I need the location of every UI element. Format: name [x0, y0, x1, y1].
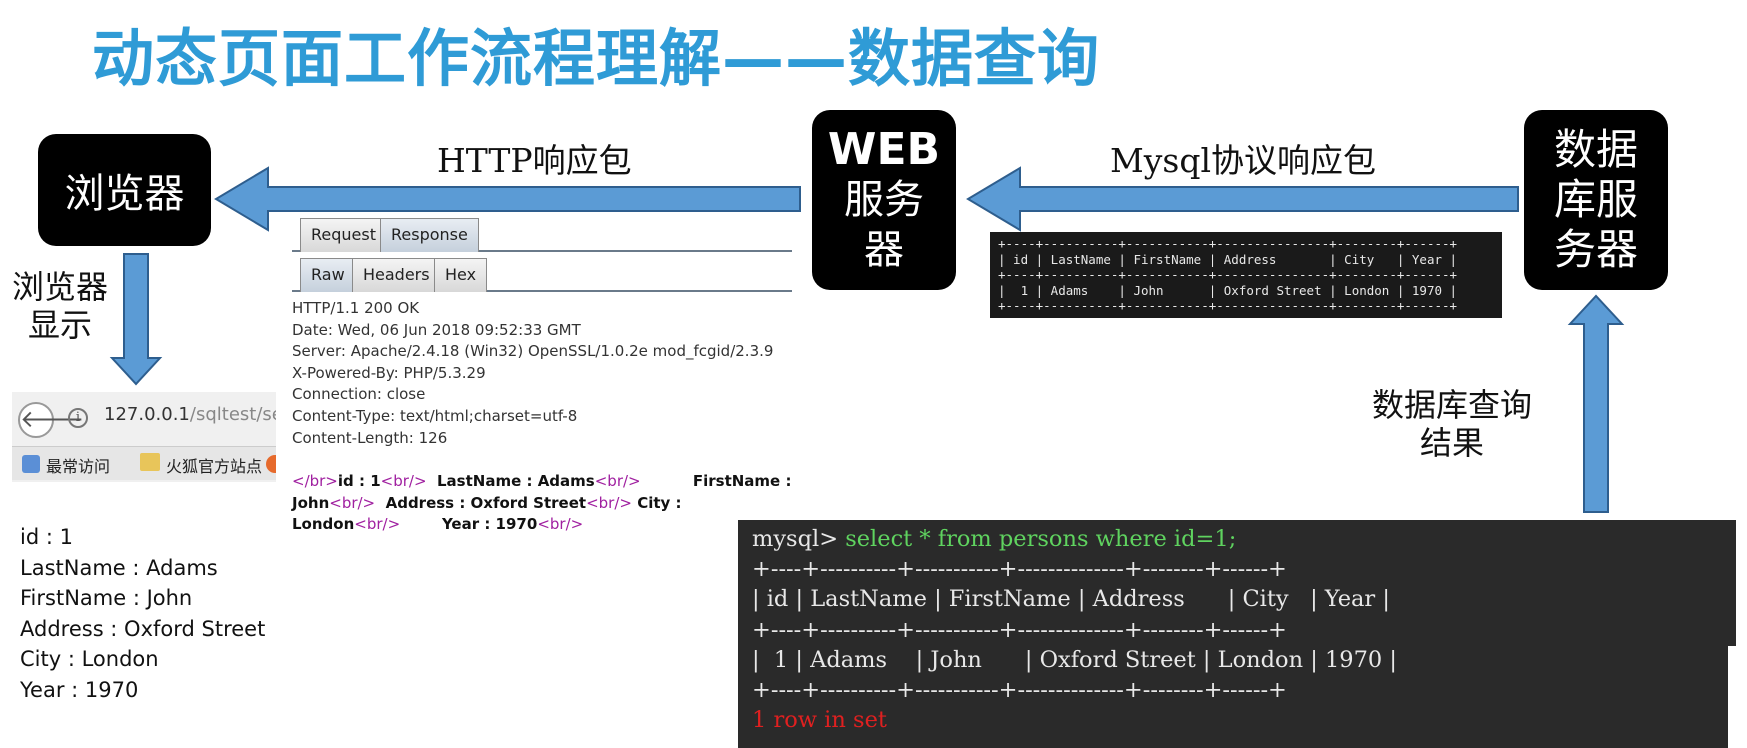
table-header-row: | id | LastName | FirstName | Address | … [752, 586, 1390, 613]
browser-display-label: 浏览器 显示 [12, 268, 108, 344]
table-row: | 1 | Adams | John | Oxford Street | Lon… [998, 282, 1458, 298]
table-separator: +----+----------+-----------+-----------… [998, 267, 1458, 282]
db-server-label-1: 数据 [1553, 125, 1638, 174]
table-row: | 1 | Adams | John | Oxford Street | Lon… [752, 646, 1397, 673]
response-header-date: Date: Wed, 06 Jun 2018 09:52:33 GMT [292, 320, 581, 339]
web-server-node: WEB 服务 器 [812, 110, 956, 290]
html-tag: <br/> [329, 493, 376, 512]
response-header-content-type: Content-Type: text/html;charset=utf-8 [292, 406, 578, 425]
mysql-response-label: Mysql协议响应包 [1110, 141, 1377, 180]
console-command-line: mysql> select * from persons where id=1; [752, 524, 1722, 554]
output-line: Address : Oxford Street [20, 616, 266, 641]
output-line: FirstName : John [20, 586, 193, 611]
http-response-label: HTTP响应包 [437, 141, 632, 180]
tab-hex[interactable]: Hex [434, 258, 488, 292]
table-separator: +----+----------+-----------+-----------… [998, 236, 1458, 251]
address-bar[interactable]: 127.0.0.1/sqltest/searc [104, 404, 276, 425]
table-separator: +----+----------+-----------+-----------… [752, 677, 1287, 704]
folder-icon [140, 453, 160, 471]
tab-response[interactable]: Response [380, 218, 479, 252]
burp-view-tabs: Raw Headers Hex [292, 252, 792, 292]
back-arrow-icon[interactable]: 🡐 [18, 402, 84, 438]
browser-node-label: 浏览器 [64, 171, 185, 217]
body-year: Year : 1970 [441, 515, 538, 534]
output-line: LastName : Adams [20, 555, 218, 580]
html-tag: <br/> [586, 493, 632, 512]
body-city-value: London [292, 515, 355, 534]
response-header-connection: Connection: close [292, 385, 426, 404]
bookmark-most-visited[interactable]: 最常访问 [46, 457, 111, 476]
browser-node: 浏览器 [38, 134, 211, 246]
output-line: Year : 1970 [20, 677, 139, 702]
body-city-key: City : [637, 493, 682, 512]
db-result-line2: 结果 [1420, 424, 1485, 462]
response-header-content-length: Content-Length: 126 [292, 428, 448, 447]
arrow-db-to-web [966, 166, 1519, 232]
page-title: 动态页面工作流程理解——数据查询 [92, 22, 1101, 95]
web-server-label-2: 服务 [844, 177, 924, 223]
body-firstname-value: John [292, 493, 330, 512]
url-path: /sqltest/searc [189, 404, 276, 425]
web-server-label-3: 器 [864, 227, 904, 273]
tab-headers[interactable]: Headers [352, 258, 441, 292]
arrow-browser-down [109, 253, 163, 386]
html-tag: <br/> [537, 515, 584, 534]
result-summary: 1 row in set [752, 707, 887, 734]
body-lastname: LastName : Adams [437, 472, 595, 491]
browser-display-line2: 显示 [28, 306, 93, 344]
db-result-line1: 数据库查询 [1372, 386, 1533, 424]
body-id: id : 1 [337, 472, 381, 491]
http-response-body: </br>id : 1<br/> LastName : Adams<br/> F… [292, 471, 792, 536]
html-tag: </br> [292, 472, 338, 491]
html-tag: <br/> [354, 515, 401, 534]
output-line: City : London [20, 647, 159, 672]
table-separator: +----+----------+-----------+-----------… [752, 616, 1287, 643]
browser-page-output: id : 1 LastName : Adams FirstName : John… [20, 522, 265, 706]
arrow-web-to-browser [214, 166, 801, 232]
burp-main-tabs: Request Response [292, 212, 792, 252]
sql-command: select * from persons where id=1; [838, 526, 1237, 552]
table-header-row: | id | LastName | FirstName | Address | … [998, 251, 1458, 267]
bookmarks-bar: 最常访问 火狐官方站点 [12, 446, 276, 480]
tab-request[interactable]: Request [300, 218, 387, 252]
response-header-powered-by: X-Powered-By: PHP/5.3.29 [292, 363, 486, 382]
bookmark-firefox-official[interactable]: 火狐官方站点 [166, 457, 263, 476]
table-separator: +----+----------+-----------+-----------… [998, 298, 1458, 313]
http-response-headers: HTTP/1.1 200 OK Date: Wed, 06 Jun 2018 0… [292, 298, 792, 449]
tab-raw[interactable]: Raw [300, 258, 356, 292]
db-server-node: 数据 库服 务器 [1524, 110, 1668, 290]
db-result-label: 数据库查询 结果 [1372, 386, 1532, 462]
response-status-line: HTTP/1.1 200 OK [292, 299, 420, 317]
html-tag: <br/> [594, 472, 641, 491]
mysql-protocol-result-table: +----+----------+-----------+-----------… [990, 232, 1502, 318]
table-separator: +----+----------+-----------+-----------… [752, 556, 1287, 583]
burp-response-panel: Request Response Raw Headers Hex HTTP/1.… [292, 212, 792, 536]
web-server-label-1: WEB [827, 124, 941, 175]
mysql-console: mysql> select * from persons where id=1;… [738, 520, 1736, 748]
arrow-db-up [1567, 294, 1625, 513]
response-header-server: Server: Apache/2.4.18 (Win32) OpenSSL/1.… [292, 342, 774, 361]
browser-window: 🡐 i 127.0.0.1/sqltest/searc 最常访问 火狐官方站点 [12, 392, 276, 482]
info-icon[interactable]: i [68, 408, 88, 428]
body-address: Address : Oxford Street [385, 493, 587, 512]
firefox-icon [266, 455, 276, 473]
body-firstname-key: FirstName : [692, 472, 792, 491]
db-server-label-3: 务器 [1553, 225, 1638, 274]
output-line: id : 1 [20, 525, 73, 549]
mysql-prompt: mysql> [752, 526, 839, 552]
db-server-label-2: 库服 [1553, 175, 1638, 224]
url-host: 127.0.0.1 [104, 404, 190, 425]
html-tag: <br/> [380, 472, 427, 491]
console-edge [1728, 646, 1747, 748]
browser-display-line1: 浏览器 [12, 268, 109, 306]
bookmark-icon [22, 455, 40, 473]
